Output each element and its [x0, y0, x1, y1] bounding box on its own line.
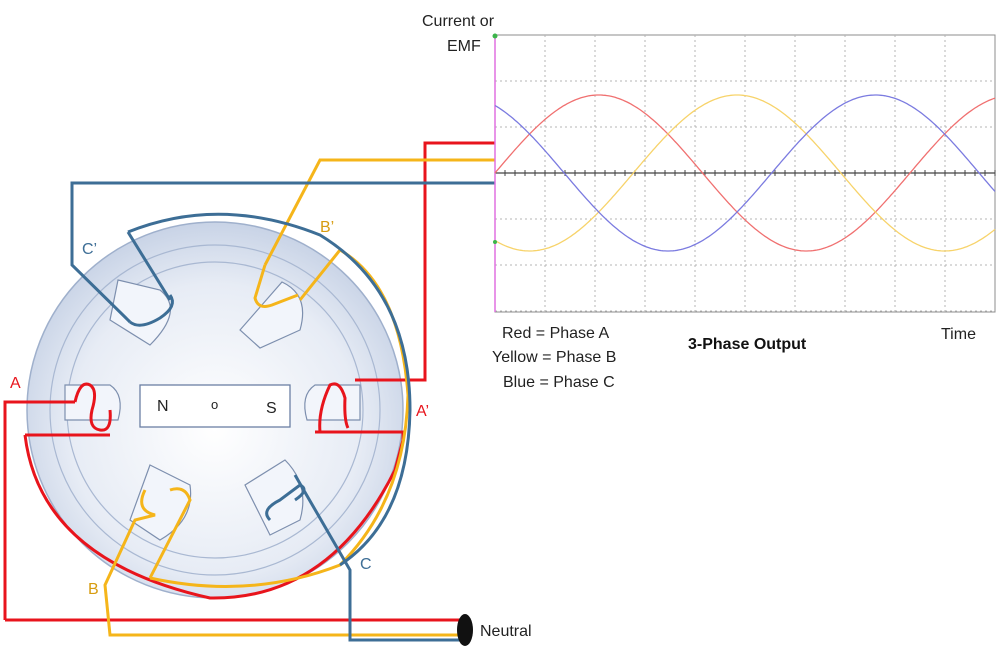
wave-phase-c	[494, 94, 996, 252]
plot-title: 3-Phase Output	[688, 336, 807, 353]
rotor-center-label: o	[211, 397, 218, 412]
rotor-north-label: N	[157, 398, 169, 415]
rotor-south-label: S	[266, 400, 277, 417]
y-axis-label-line1: Current or	[422, 13, 495, 30]
rotor: N o S	[139, 384, 291, 428]
neutral-label: Neutral	[480, 623, 532, 640]
phase-c-wiring	[70, 181, 495, 642]
coil-label-c-prime: C’	[82, 241, 97, 258]
coil-label-a-prime: A’	[416, 403, 429, 420]
neutral-terminal: Neutral	[457, 614, 532, 646]
x-axis-label: Time	[941, 326, 976, 343]
wave-phase-b	[494, 94, 996, 252]
coil-label-c: C	[360, 556, 372, 573]
time-axis-ticks	[494, 170, 996, 176]
legend-item-phase-b: Yellow = Phase B	[492, 349, 616, 366]
y-axis-label-line2: EMF	[447, 38, 481, 55]
coil-label-b: B	[88, 581, 99, 598]
coil-label-a: A	[10, 375, 21, 392]
wave-phase-a	[494, 94, 996, 252]
waveform-plot	[492, 33, 996, 313]
legend-item-phase-c: Blue = Phase C	[503, 374, 615, 391]
coil-label-b-prime: B’	[320, 219, 334, 236]
legend-item-phase-a: Red = Phase A	[502, 325, 610, 342]
